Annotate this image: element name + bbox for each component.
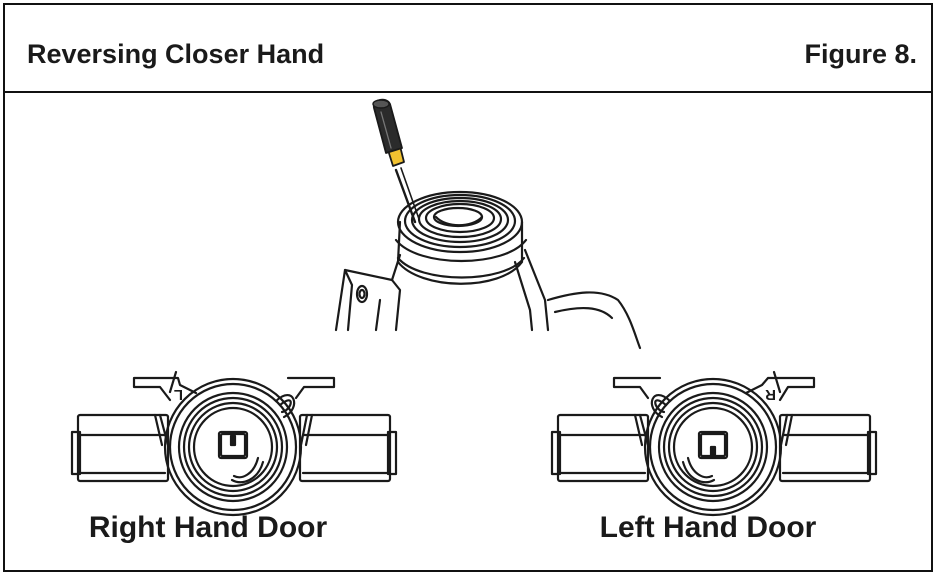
left-hand-door-unit [550, 370, 878, 517]
figure-number: Figure 8. [804, 39, 917, 69]
closer-body-illustration [334, 248, 642, 350]
spring-hand-mark-l: L [174, 386, 183, 403]
figure-title: Reversing Closer Hand [27, 39, 325, 69]
screwdriver-icon [372, 98, 420, 224]
figure-header: Reversing Closer Hand Figure 8. [5, 5, 931, 93]
spring-hand-mark-r: R [765, 386, 776, 403]
spring-cap-illustration [394, 190, 528, 285]
figure-frame: Reversing Closer Hand Figure 8. [3, 3, 933, 572]
caption-left-hand-door: Left Hand Door [599, 511, 817, 544]
caption-right-hand-door: Right Hand Door [88, 511, 328, 544]
right-hand-door-unit [70, 370, 398, 517]
